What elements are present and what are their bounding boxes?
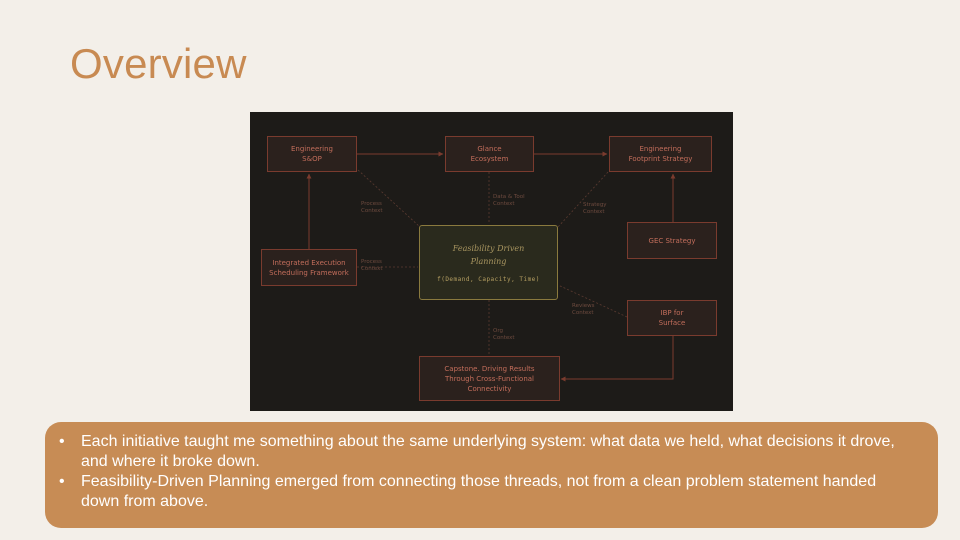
- edge-label-process-context-upper: Process Context: [361, 201, 383, 215]
- edge-label-line: Context: [493, 335, 515, 341]
- edge-footprint-center-dashed: [557, 171, 609, 228]
- node-gec-strategy: GEC Strategy: [627, 222, 717, 259]
- edge-label-line: Context: [493, 201, 515, 207]
- edge-label-strategy-context: Strategy Context: [583, 202, 607, 216]
- node-label-line: IBP for: [660, 309, 684, 317]
- bullet-item: Each initiative taught me something abou…: [59, 432, 918, 472]
- bullet-list: Each initiative taught me something abou…: [59, 432, 918, 512]
- node-label-line: Through Cross-Functional: [445, 374, 534, 383]
- system-diagram: Engineering S&OP Glance Ecosystem Engine…: [250, 112, 733, 411]
- edge-label-org-context: Org Context: [493, 328, 515, 342]
- node-glance-ecosystem: Glance Ecosystem: [445, 136, 534, 172]
- edge-label-reviews-context: Reviews Context: [572, 303, 595, 317]
- edge-sop-center-dashed: [357, 169, 421, 228]
- edge-label-line: Context: [361, 266, 383, 272]
- edge-ibp-to-capstone: [560, 336, 674, 382]
- edge-label-data-tool-context: Data & Tool Context: [493, 194, 525, 208]
- node-label-line: Engineering: [291, 145, 333, 153]
- node-capstone: Capstone. Driving Results Through Cross-…: [419, 356, 560, 401]
- edge-label-process-context-left: Process Context: [361, 259, 383, 273]
- center-title-line: Planning: [470, 257, 507, 266]
- bullet-panel: Each initiative taught me something abou…: [45, 422, 938, 528]
- node-label-line: GEC Strategy: [648, 236, 696, 245]
- edge-ibp-center-dashed: [557, 284, 628, 318]
- node-label-line: Engineering: [639, 145, 682, 153]
- edge-label-line: Data & Tool: [493, 194, 525, 200]
- edge-label-line: Org: [493, 328, 503, 334]
- edge-label-line: Context: [361, 208, 383, 214]
- node-label-line: Integrated Execution: [272, 258, 346, 267]
- bullet-item: Feasibility-Driven Planning emerged from…: [59, 472, 918, 512]
- node-label-line: Footprint Strategy: [628, 155, 693, 163]
- node-label-line: Capstone. Driving Results: [444, 364, 535, 373]
- slide-title: Overview: [70, 40, 247, 87]
- node-label-line: S&OP: [302, 155, 322, 163]
- center-formula: f(Demand, Capacity, Time): [437, 276, 540, 283]
- node-label-line: Glance: [477, 145, 502, 153]
- edge-label-line: Process: [361, 259, 382, 265]
- center-title-line: Feasibility Driven: [452, 244, 525, 253]
- edge-label-line: Context: [583, 209, 605, 215]
- edge-label-line: Context: [572, 310, 594, 316]
- node-label-line: Connectivity: [467, 384, 512, 393]
- edge-label-line: Reviews: [572, 303, 595, 309]
- node-ibp-surface: IBP for Surface: [627, 300, 717, 336]
- diagram-connectors: [306, 151, 676, 382]
- node-integrated-execution: Integrated Execution Scheduling Framewor…: [261, 249, 357, 286]
- node-feasibility-driven-planning: Feasibility Driven Planning f(Demand, Ca…: [419, 225, 558, 300]
- node-label-line: Scheduling Framework: [269, 268, 349, 277]
- node-engineering-footprint: Engineering Footprint Strategy: [609, 136, 712, 172]
- node-label-line: Ecosystem: [470, 155, 509, 163]
- node-engineering-sop: Engineering S&OP: [267, 136, 357, 172]
- edge-label-line: Process: [361, 201, 382, 207]
- edge-label-line: Strategy: [583, 202, 607, 208]
- node-label-line: Surface: [658, 319, 686, 327]
